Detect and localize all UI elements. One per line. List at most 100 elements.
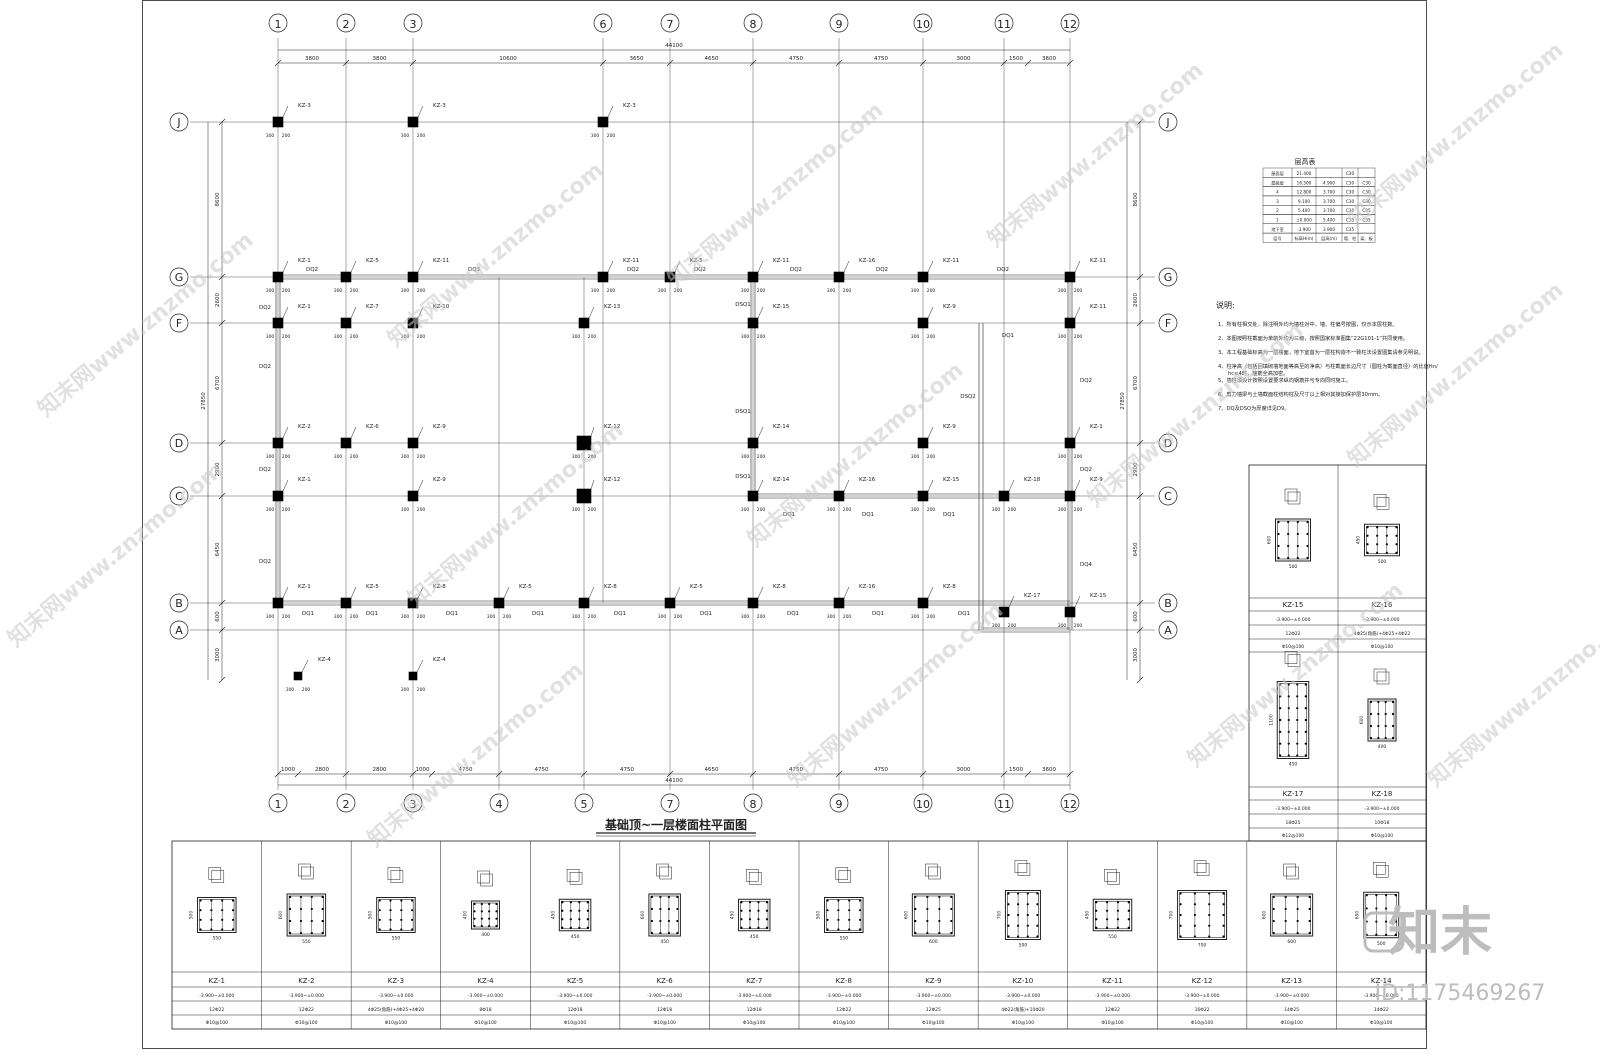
grid-bubble-bottom-3: [403, 793, 423, 813]
left-tick: [218, 273, 226, 281]
section-kz-10-rebar: [1036, 903, 1039, 906]
schedule-name: KZ-10: [1013, 977, 1034, 985]
bottom-dim-10: 3000: [957, 767, 971, 773]
section-kz-7-rebar: [765, 926, 769, 929]
section-kz-15-key2: [1287, 491, 1301, 505]
column-c-4-tag: KZ-16: [859, 477, 876, 483]
grid-bubble-right-B: [1158, 593, 1178, 613]
section-kz-10-outline: [1004, 890, 1041, 940]
column-d-6-dim-a: 300: [1058, 454, 1067, 460]
section-kz-5-outline: [558, 898, 592, 932]
column-d-4-dim-b: 200: [757, 454, 766, 460]
grid-bubble-right-A: [1158, 620, 1178, 640]
section-kz-14-width: 500: [1377, 941, 1386, 947]
top-tick: [749, 59, 757, 67]
section-kz-15-rebar: [1277, 532, 1280, 536]
column-g-1-dim-b: 200: [350, 288, 359, 294]
left-dim-6: 3000: [215, 648, 221, 662]
floor-table-cell: C30: [1346, 180, 1355, 185]
column-g-5-leader: [757, 260, 764, 273]
column-g-3-dim-b: 200: [607, 288, 616, 294]
section-kz-8-key2: [838, 870, 852, 883]
section-kz-12-key: [1193, 860, 1207, 873]
column-f-2: [407, 317, 419, 329]
right-dim-4: 6450: [1133, 542, 1139, 556]
section-kz-15-rebar: [1277, 556, 1280, 560]
column-b-1: [340, 597, 352, 609]
left-total: 27850: [201, 392, 207, 410]
section-kz-5-rebar: [561, 926, 564, 929]
section-kz-8-rebar: [826, 918, 829, 921]
section-kz-13-rebar: [1272, 907, 1275, 911]
section-kz-7-key2: [748, 872, 762, 885]
section-kz-17-rebar: [1279, 683, 1282, 686]
section-kz-6-key2: [659, 866, 672, 880]
column-c-2-dim-a: 300: [572, 507, 581, 513]
section-kz-10-rebar: [1007, 892, 1010, 895]
grid-bubble-right-C: [1158, 486, 1178, 506]
section-kz-12-rebar: [1179, 892, 1182, 895]
column-b-0-tag: KZ-1: [298, 584, 311, 590]
bottom-dim-5: 4750: [535, 767, 549, 773]
right-dim-1: 2600: [1133, 293, 1139, 307]
right-tick: [1136, 599, 1144, 607]
column-d-4-dim-a: 300: [741, 454, 750, 460]
section-kz-18-rebar: [1369, 712, 1373, 716]
column-d-3-tag: KZ-12: [604, 424, 620, 430]
schedule-card-kz-3: 550500KZ-3-3.900~±0.0004Φ25(角筋)+4Φ25+4Φ2…: [368, 867, 424, 1026]
grid-label-right-D: D: [1164, 437, 1172, 450]
section-kz-5-key2: [569, 872, 583, 885]
column-c-2-dim-b: 200: [588, 507, 597, 513]
grid-label-bottom-2: 2: [343, 798, 350, 811]
section-kz-7-rebar: [765, 918, 769, 921]
grid-bubble-bottom-1: [268, 793, 288, 813]
schedule-name: KZ-8: [836, 977, 852, 985]
column-b-10-dim-a: 300: [1058, 623, 1067, 629]
bottom-dim-12: 3600: [1042, 767, 1056, 773]
column-d-5: [917, 437, 929, 449]
section-kz-18-key: [1373, 668, 1387, 682]
right-dim-2: 6700: [1133, 376, 1139, 390]
column-c-3-tag: KZ-14: [773, 477, 790, 483]
grid-bubble-left-D: [169, 433, 189, 453]
column-c-0-leader: [282, 479, 289, 492]
section-kz-9-height: 600: [903, 911, 909, 920]
grid-bubble-bottom-9: [829, 793, 849, 813]
section-kz-13-rebar: [1308, 895, 1311, 899]
schedule-name: KZ-1: [209, 977, 225, 985]
column-b-4-tag: KZ-8: [604, 584, 617, 590]
section-kz-4-width: 400: [481, 932, 490, 938]
left-dim-2: 6700: [215, 376, 221, 390]
section-kz-12-width: 700: [1198, 943, 1207, 949]
grid-bubble-top-9: [829, 13, 849, 33]
schedule-main-rebar: 4Φ22(角筋)+10Φ20: [1001, 1006, 1045, 1013]
beam-label: DQ2: [259, 467, 271, 473]
bottom-dim-3: 1000: [416, 767, 430, 773]
column-b-2-dim-b: 200: [417, 614, 426, 620]
column-b-4-leader: [588, 586, 595, 599]
floor-table-cell: 21.400: [1297, 171, 1312, 176]
grid-bubble-bottom-12: [1060, 793, 1080, 813]
column-b-9-dim-b: 200: [1008, 623, 1017, 629]
column-g-6-tag: KZ-16: [859, 258, 876, 264]
column-j-2-dim-b: 200: [607, 133, 616, 139]
column-b-2: [407, 597, 419, 609]
column-b-1-tag: KZ-5: [366, 584, 379, 590]
grid-lines: [190, 38, 1155, 790]
floor-table-cell: 12.800: [1297, 190, 1312, 195]
beam-label: DQ1: [787, 611, 799, 617]
section-kz-1-rebar: [231, 918, 235, 921]
schedule-main-rebar: 14Φ22: [1374, 1007, 1389, 1013]
floor-table-cell: 梁、板: [1360, 235, 1373, 242]
right-tick: [1136, 273, 1144, 281]
column-c-1-dim-b: 200: [417, 507, 426, 513]
section-kz-7-rebar: [740, 909, 743, 912]
section-kz-18-rebar: [1391, 724, 1395, 728]
schedule-stirrup: Φ10@100: [1282, 644, 1304, 650]
column-j-0-dim-a: 300: [266, 133, 275, 139]
floor-table-cell: ±0.000: [1296, 218, 1312, 223]
section-kz-11-key: [1104, 869, 1117, 882]
